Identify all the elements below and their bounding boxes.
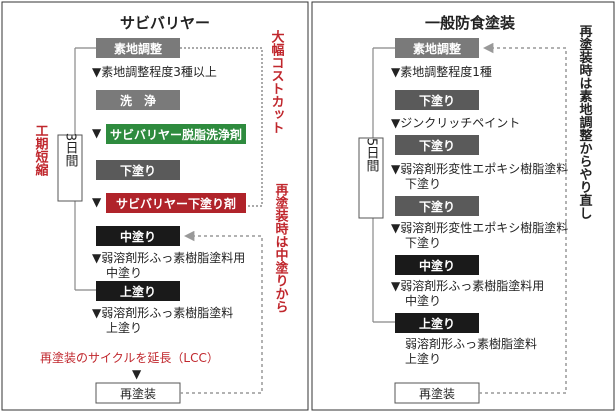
right-note-mid-a: ▼弱溶剤形ふっ素樹脂塗料用 bbox=[391, 278, 544, 293]
left-side-label: 工期短縮 bbox=[33, 124, 49, 177]
right-step-under-1 bbox=[395, 90, 479, 110]
left-cost-label: 大幅コストカット bbox=[269, 29, 285, 134]
left-note-top-1: ▼弱溶剤形ふっ素樹脂塗料 bbox=[92, 305, 233, 320]
right-note-epoxy-2a: ▼弱溶剤形変性エポキシ樹脂塗料 bbox=[391, 220, 568, 235]
left-step-wash bbox=[96, 90, 180, 110]
right-note-base: ▼素地調整程度1種 bbox=[391, 64, 492, 79]
right-note-zinc: ▼ジンクリッチペイント bbox=[391, 116, 520, 130]
right-note-epoxy-2b: 下塗り bbox=[405, 235, 441, 250]
right-step-under-1-label: 下塗り bbox=[419, 93, 455, 108]
right-step-topcoat-label: 上塗り bbox=[419, 316, 455, 331]
left-step-wash-label: 洗 浄 bbox=[120, 93, 156, 108]
left-lcc-note: 再塗装のサイクルを延長（LCC） bbox=[40, 350, 219, 365]
right-title: 一般防食塗装 bbox=[425, 14, 516, 32]
left-note-base: ▼素地調整程度3種以上 bbox=[92, 64, 217, 79]
left-title: サビバリヤー bbox=[120, 14, 210, 32]
right-step-under-2-label: 下塗り bbox=[419, 138, 455, 153]
right-repaint-label: 再塗装時は素地調整からやり直し bbox=[577, 25, 594, 220]
left-step-repaint-label: 再塗装 bbox=[120, 386, 156, 401]
left-note-mid-1: ▼弱溶剤形ふっ素樹脂塗料用 bbox=[92, 250, 245, 265]
left-bracket-label: 3日間 bbox=[63, 133, 78, 169]
right-note-epoxy-1a: ▼弱溶剤形変性エポキシ樹脂塗料 bbox=[391, 161, 568, 176]
left-repaint-loop bbox=[180, 230, 263, 394]
left-step-base bbox=[96, 38, 180, 58]
right-panel-border bbox=[311, 1, 615, 411]
left-step-topcoat-label: 上塗り bbox=[120, 284, 156, 299]
left-arrow-3: ▼ bbox=[132, 367, 142, 381]
right-step-base-label: 素地調整 bbox=[413, 41, 461, 56]
right-step-topcoat bbox=[395, 313, 479, 333]
right-note-top-a: 弱溶剤形ふっ素樹脂塗料 bbox=[405, 336, 537, 351]
left-bracket-box bbox=[57, 134, 83, 202]
right-step-base bbox=[395, 38, 479, 58]
left-arrow-2: ▼ bbox=[92, 195, 102, 209]
left-step-degrease-label: サビバリヤー脱脂洗浄剤 bbox=[110, 127, 242, 142]
left-step-midcoat bbox=[96, 226, 180, 246]
right-note-top-b: 上塗り bbox=[405, 351, 441, 366]
right-step-under-2 bbox=[395, 135, 479, 155]
right-step-under-3 bbox=[395, 196, 479, 216]
left-step-primer-label: サビバリヤー下塗り剤 bbox=[116, 196, 236, 211]
right-step-midcoat-label: 中塗り bbox=[419, 258, 455, 273]
left-panel-border bbox=[1, 1, 309, 411]
left-step-primer bbox=[106, 193, 246, 213]
right-note-epoxy-1b: 下塗り bbox=[405, 176, 441, 191]
right-bracket-label: 5日間 bbox=[364, 138, 379, 174]
left-repaint-label: 再塗装時は中塗りから bbox=[273, 183, 290, 313]
right-repaint-loop bbox=[479, 42, 567, 394]
right-step-repaint-label: 再塗装 bbox=[419, 386, 455, 401]
left-step-degrease bbox=[106, 124, 246, 144]
left-step-undercoat bbox=[96, 160, 180, 180]
left-cost-bracket bbox=[180, 47, 263, 207]
left-step-midcoat-label: 中塗り bbox=[120, 229, 156, 244]
left-step-topcoat bbox=[96, 281, 180, 301]
right-bracket-box bbox=[358, 137, 384, 219]
left-step-base-label: 素地調整 bbox=[114, 41, 162, 56]
left-note-top-2: 上塗り bbox=[106, 320, 142, 335]
right-note-mid-b: 中塗り bbox=[405, 293, 441, 308]
right-step-under-3-label: 下塗り bbox=[419, 199, 455, 214]
left-arrow-1: ▼ bbox=[92, 126, 102, 140]
left-note-mid-2: 中塗り bbox=[106, 265, 142, 280]
right-step-midcoat bbox=[395, 255, 479, 275]
left-step-undercoat-label: 下塗り bbox=[120, 163, 156, 178]
